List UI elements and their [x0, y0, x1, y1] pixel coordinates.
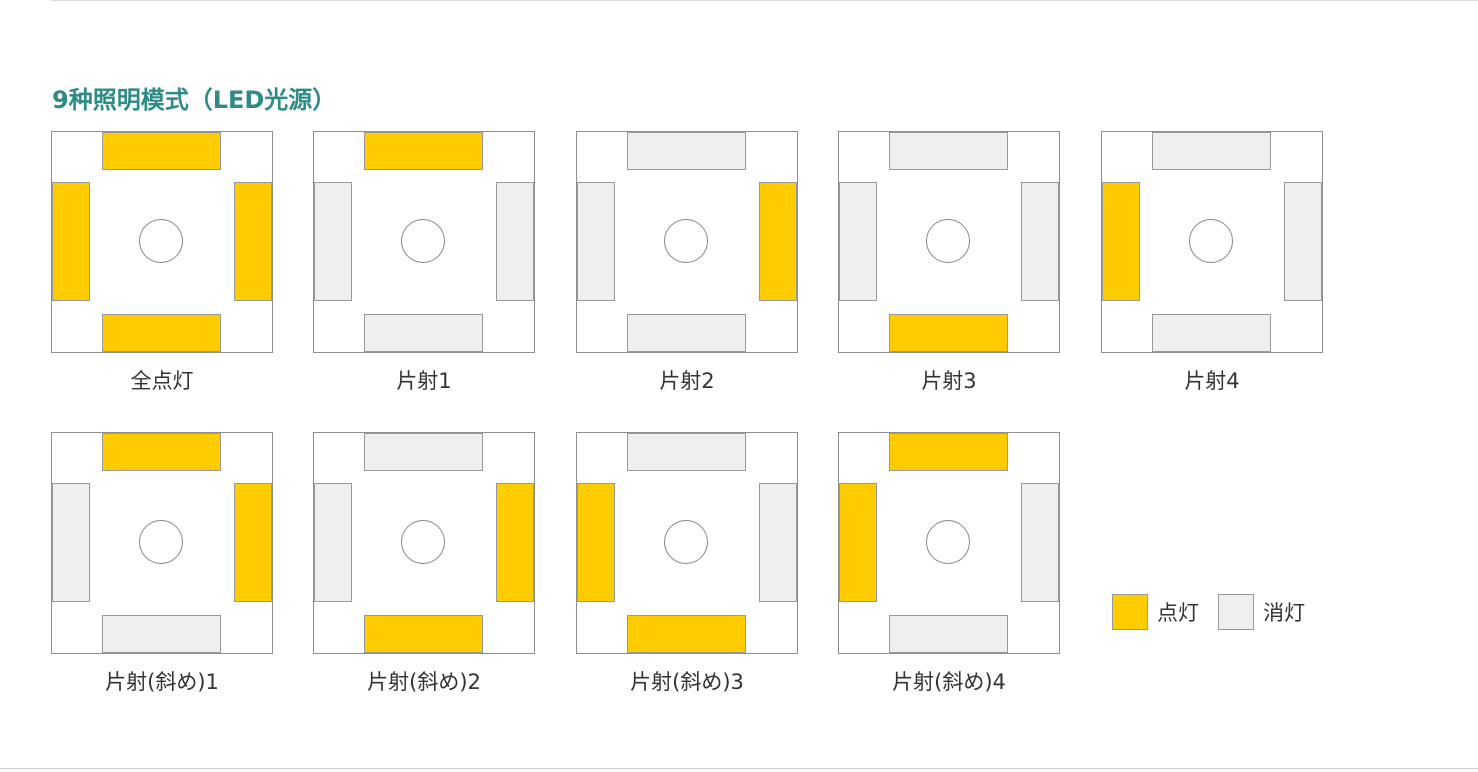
- light-bar-top: [102, 433, 221, 471]
- legend-item-off: 消灯: [1218, 594, 1305, 630]
- mode-label: 片射(斜め)4: [892, 670, 1006, 694]
- mode-label: 片射2: [659, 369, 715, 393]
- mode-diagonal-2: 片射(斜め)2: [313, 432, 535, 694]
- light-bar-top: [364, 433, 483, 471]
- mode-single-1: 片射1: [313, 131, 535, 393]
- light-bar-right: [496, 483, 534, 602]
- light-bar-top: [627, 433, 746, 471]
- light-bar-top: [102, 132, 221, 170]
- mode-single-4: 片射4: [1101, 131, 1323, 393]
- mode-label: 片射3: [921, 369, 977, 393]
- light-bar-top: [627, 132, 746, 170]
- subject-circle: [926, 219, 970, 263]
- light-bar-left: [839, 483, 877, 602]
- legend: 点灯 消灯: [1112, 594, 1319, 632]
- subject-circle: [664, 520, 708, 564]
- mode-diagonal-1: 片射(斜め)1: [51, 432, 273, 694]
- subject-circle: [401, 520, 445, 564]
- light-bar-right: [1021, 483, 1059, 602]
- light-bar-bottom: [102, 615, 221, 653]
- light-bar-right: [234, 483, 272, 602]
- section-title: 9种照明模式（LED光源）: [52, 86, 337, 114]
- light-bar-top: [889, 132, 1008, 170]
- light-bar-bottom: [627, 615, 746, 653]
- light-bar-bottom: [889, 314, 1008, 352]
- subject-circle: [139, 520, 183, 564]
- light-bar-right: [1284, 182, 1322, 301]
- legend-swatch-on: [1112, 594, 1148, 630]
- mode-label: 片射(斜め)3: [630, 670, 744, 694]
- mode-label: 片射(斜め)2: [367, 670, 481, 694]
- light-bar-right: [496, 182, 534, 301]
- lighting-tile: [51, 131, 273, 353]
- light-bar-right: [759, 483, 797, 602]
- subject-circle: [926, 520, 970, 564]
- legend-item-on: 点灯: [1112, 594, 1199, 630]
- subject-circle: [664, 219, 708, 263]
- mode-all-on: 全点灯: [51, 131, 273, 393]
- mode-single-3: 片射3: [838, 131, 1060, 393]
- mode-single-2: 片射2: [576, 131, 798, 393]
- light-bar-bottom: [364, 615, 483, 653]
- lighting-tile: [576, 131, 798, 353]
- lighting-tile: [838, 432, 1060, 654]
- light-bar-right: [759, 182, 797, 301]
- lighting-tile: [1101, 131, 1323, 353]
- light-bar-left: [314, 483, 352, 602]
- bottom-divider: [0, 768, 1478, 769]
- mode-diagonal-3: 片射(斜め)3: [576, 432, 798, 694]
- light-bar-right: [1021, 182, 1059, 301]
- light-bar-top: [1152, 132, 1271, 170]
- light-bar-left: [839, 182, 877, 301]
- mode-label: 片射(斜め)1: [105, 670, 219, 694]
- light-bar-bottom: [102, 314, 221, 352]
- light-bar-left: [52, 182, 90, 301]
- light-bar-bottom: [627, 314, 746, 352]
- light-bar-left: [314, 182, 352, 301]
- legend-label-on: 点灯: [1157, 601, 1199, 625]
- light-bar-left: [52, 483, 90, 602]
- legend-swatch-off: [1218, 594, 1255, 630]
- mode-label: 片射1: [396, 369, 452, 393]
- subject-circle: [401, 219, 445, 263]
- legend-label-off: 消灯: [1263, 601, 1306, 625]
- light-bar-left: [577, 483, 615, 602]
- mode-diagonal-4: 片射(斜め)4: [838, 432, 1060, 694]
- light-bar-left: [577, 182, 615, 301]
- lighting-tile: [313, 432, 535, 654]
- subject-circle: [139, 219, 183, 263]
- light-bar-bottom: [364, 314, 483, 352]
- light-bar-top: [889, 433, 1008, 471]
- lighting-tile: [313, 131, 535, 353]
- mode-label: 全点灯: [130, 369, 194, 393]
- light-bar-left: [1102, 182, 1140, 301]
- mode-label: 片射4: [1184, 369, 1240, 393]
- light-bar-top: [364, 132, 483, 170]
- top-divider: [51, 0, 1478, 1]
- lighting-tile: [576, 432, 798, 654]
- subject-circle: [1189, 219, 1233, 263]
- lighting-tile: [838, 131, 1060, 353]
- light-bar-bottom: [889, 615, 1008, 653]
- light-bar-bottom: [1152, 314, 1271, 352]
- light-bar-right: [234, 182, 272, 301]
- lighting-tile: [51, 432, 273, 654]
